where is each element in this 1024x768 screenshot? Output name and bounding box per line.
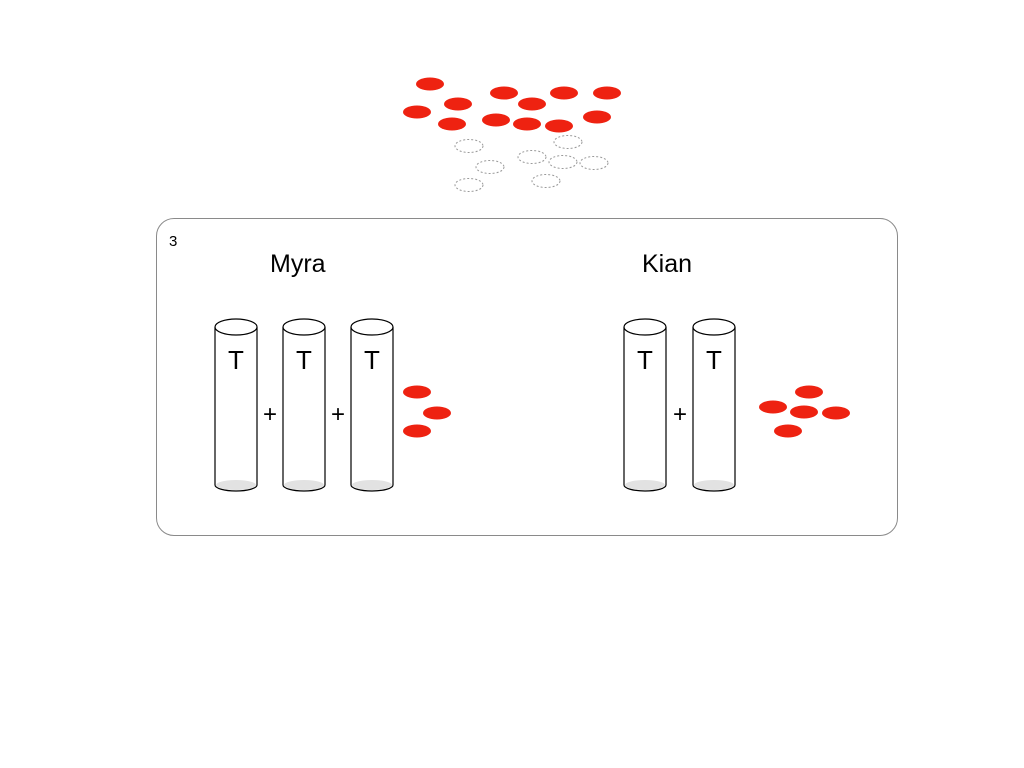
myra-tube: T [214, 318, 258, 492]
myra-extra-counter [423, 406, 451, 420]
filled-counter [490, 86, 518, 100]
kian-extra-counter [795, 385, 823, 399]
person-name-myra: Myra [270, 250, 326, 278]
tube-label: T [364, 345, 380, 375]
plus-sign: + [263, 401, 277, 428]
filled-counter [593, 86, 621, 100]
tubes-area: T T T + + T T + [214, 318, 850, 492]
filled-counter [545, 119, 573, 133]
filled-counter [550, 86, 578, 100]
kian-extra-counter [774, 424, 802, 438]
question-panel [156, 218, 898, 536]
filled-counter [403, 105, 431, 119]
empty-counter [475, 160, 505, 174]
empty-counter [517, 150, 547, 164]
kian-extra-counter [759, 400, 787, 414]
empty-counter [553, 135, 583, 149]
filled-counter [482, 113, 510, 127]
person-name-kian: Kian [642, 250, 693, 278]
empty-counter [454, 178, 484, 192]
tube-label: T [228, 345, 244, 375]
plus-sign: + [673, 401, 687, 428]
tube-label: T [296, 345, 312, 375]
counter-pool [403, 77, 621, 192]
panel-number: 3 [169, 233, 178, 250]
tube-label: T [637, 345, 653, 375]
myra-tube: T [350, 318, 394, 492]
kian-extra-counter [822, 406, 850, 420]
empty-counter [579, 156, 609, 170]
filled-counter [438, 117, 466, 131]
filled-counter [518, 97, 546, 111]
tube-label: T [706, 345, 722, 375]
empty-counter [531, 174, 561, 188]
empty-counter [548, 155, 578, 169]
myra-tube: T [282, 318, 326, 492]
empty-counter [454, 139, 484, 153]
myra-extra-counter [403, 385, 431, 399]
filled-counter [444, 97, 472, 111]
kian-tube: T [692, 318, 736, 492]
kian-tube: T [623, 318, 667, 492]
kian-extra-counter [790, 405, 818, 419]
filled-counter [583, 110, 611, 124]
filled-counter [416, 77, 444, 91]
filled-counter [513, 117, 541, 131]
plus-sign: + [331, 401, 345, 428]
myra-extra-counter [403, 424, 431, 438]
